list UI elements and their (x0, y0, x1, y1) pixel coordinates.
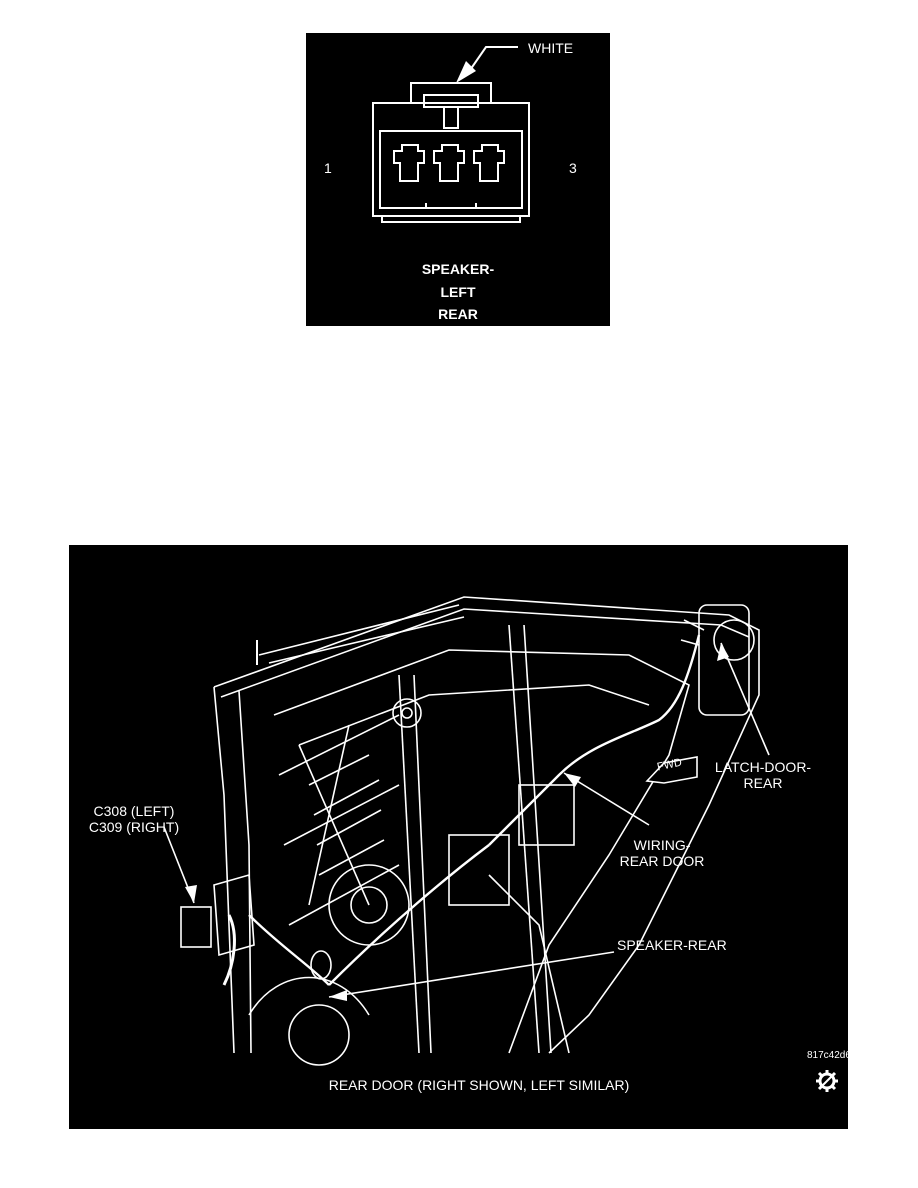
rear-door-view: FWD C308 (LEFT) C309 (RIGHT) LATCH-DOOR-… (69, 545, 851, 1129)
speaker-rear-label: SPEAKER-REAR (617, 937, 727, 953)
figure-id: 817c42d6 (807, 1050, 851, 1061)
wiring-arrowhead (564, 773, 581, 787)
wiring-harness (488, 634, 701, 846)
rear-door-drawing (163, 596, 770, 1066)
c308-arrowhead (185, 885, 197, 903)
regulator-rail-front (508, 624, 540, 1054)
speaker-arrowhead (329, 990, 347, 1001)
view-caption: REAR DOOR (RIGHT SHOWN, LEFT SIMILAR) (328, 1077, 630, 1093)
pin-1-label: 1 (324, 160, 332, 176)
connector-name-line-3: REAR (438, 306, 478, 322)
latch-leader (720, 642, 770, 756)
gear-icon (816, 1070, 838, 1092)
wiring-label-line-1: WIRING- (633, 837, 691, 853)
pin-3-label: 3 (569, 160, 577, 176)
connector-color-label: WHITE (528, 40, 574, 56)
inner-panel-outline (273, 649, 690, 1054)
door-rear-edge (213, 686, 235, 1054)
latch-label-line-1: LATCH-DOOR- (714, 759, 812, 775)
c309-label: C309 (RIGHT) (88, 819, 180, 835)
door-outer-frame (213, 596, 760, 1054)
speaker-connector-loop (310, 950, 332, 980)
speaker-leader (328, 951, 615, 998)
forward-arrow-icon (645, 756, 698, 784)
pin-cavity-3 (473, 144, 505, 182)
connector-face-view: WHITE 1 3 SPEAKER- LEFT REAR (306, 33, 610, 326)
c308-label: C308 (LEFT) (93, 803, 175, 819)
c308-c309-connector (213, 873, 255, 957)
latch-assembly (698, 604, 750, 716)
pin-cavity-2 (433, 144, 465, 182)
pin-cavity-1 (393, 144, 425, 182)
regulator-rail-rear (398, 674, 420, 1054)
white-arrowhead (456, 61, 476, 83)
latch-label-line-2: REAR (743, 775, 783, 791)
wiring-label-line-2: REAR DOOR (619, 853, 705, 869)
connector-housing (372, 102, 530, 217)
latch-arrowhead (717, 643, 729, 661)
connector-name-line-1: SPEAKER- (421, 261, 495, 277)
connector-name-line-2: LEFT (440, 284, 476, 300)
regulator-pulley (392, 698, 422, 728)
connector-drawing (372, 46, 530, 223)
connector-latch (410, 82, 492, 104)
